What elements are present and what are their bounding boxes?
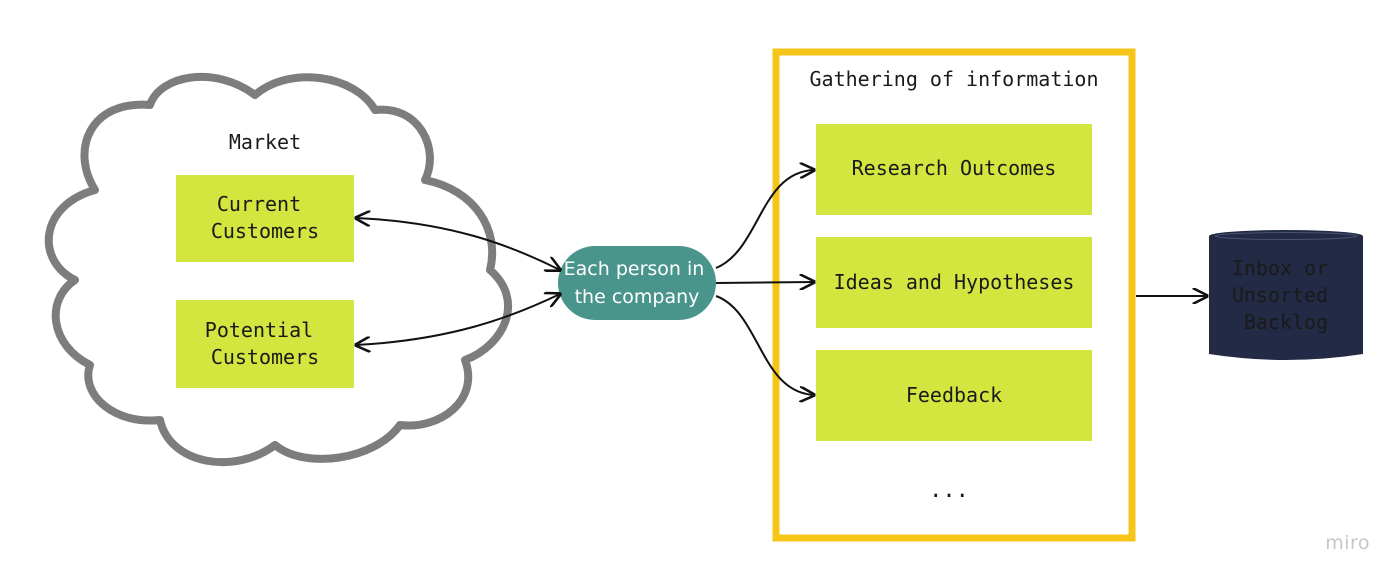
connector-research-outcomes	[715, 170, 814, 269]
potential-customers-box: Potential Customers	[176, 300, 354, 388]
feedback-box: Feedback	[816, 350, 1092, 441]
backlog-cylinder: Inbox or Unsorted Backlog	[1209, 230, 1363, 360]
backlog-line-2: Unsorted	[1232, 283, 1328, 307]
potential-customers-line-2: Customers	[211, 345, 319, 369]
svg-text:Potential Customers: Potential Customers	[205, 318, 325, 369]
svg-text:Current Customers: Current Customers	[211, 192, 319, 243]
current-customers-box: Current Customers	[176, 175, 354, 262]
connector-current-customers	[356, 218, 560, 270]
ideas-hypotheses-box: Ideas and Hypotheses	[816, 237, 1092, 328]
svg-text:Each person in the compa: Each person in the company	[564, 258, 711, 308]
miro-watermark: miro	[1325, 532, 1370, 554]
gathering-title: Gathering of information	[810, 67, 1099, 91]
more-ellipsis: ...	[929, 478, 969, 503]
connector-potential-customers	[356, 294, 560, 345]
connector-ideas-hypotheses	[715, 282, 814, 283]
research-outcomes-box: Research Outcomes	[816, 124, 1092, 215]
feedback-label: Feedback	[906, 383, 1002, 407]
backlog-line-1: Inbox or	[1232, 256, 1328, 280]
backlog-line-3: Backlog	[1244, 310, 1328, 334]
person-line-2: the company	[575, 286, 700, 308]
connector-feedback	[715, 295, 814, 395]
person-line-1: Each person in	[564, 258, 705, 280]
research-outcomes-label: Research Outcomes	[852, 156, 1057, 180]
potential-customers-line-1: Potential	[205, 318, 313, 342]
svg-text:Inbox or Unsorted: Inbox or Unsorted Backlog	[1232, 256, 1340, 334]
person-node: Each person in the company	[558, 246, 716, 320]
current-customers-line-2: Customers	[211, 219, 319, 243]
market-cloud-shape	[44, 72, 512, 467]
market-title: Market	[229, 130, 301, 154]
current-customers-line-1: Current	[217, 192, 301, 216]
ideas-hypotheses-label: Ideas and Hypotheses	[834, 270, 1075, 294]
